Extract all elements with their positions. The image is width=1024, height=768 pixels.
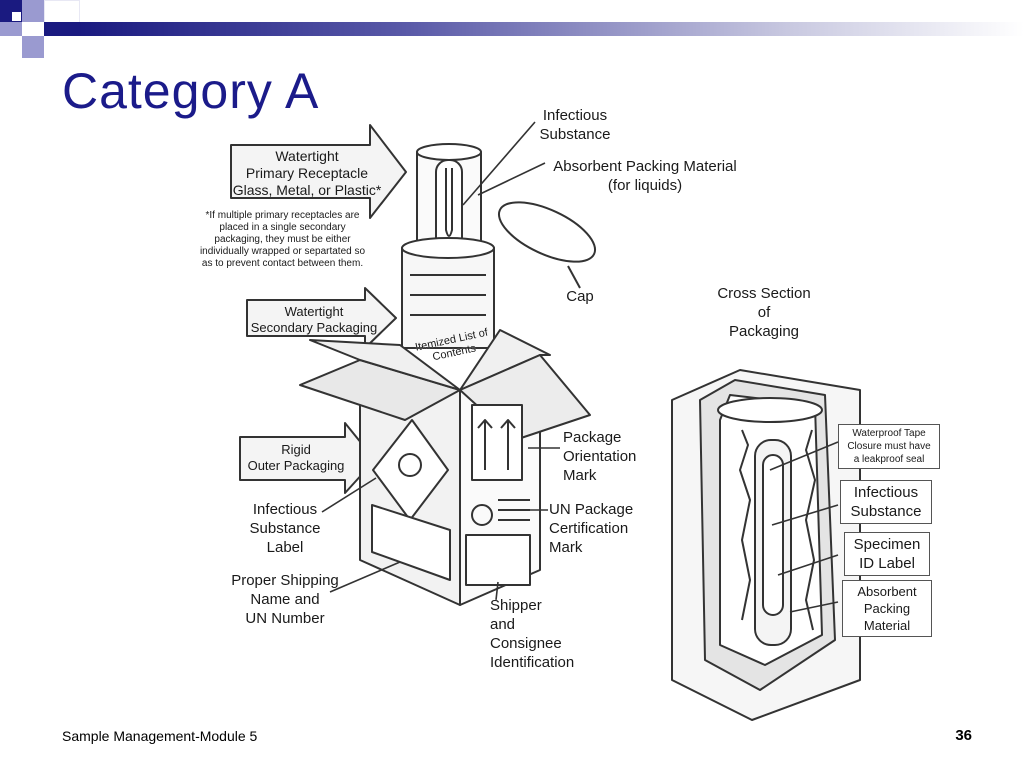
footer-text: Sample Management-Module 5 (62, 728, 258, 744)
label-un-certification: UN Package Certification Mark (549, 501, 634, 556)
label-watertight-primary: Watertight Primary Receptacle Glass, Met… (232, 148, 382, 199)
label-infectious-substance-cs: Infectious Substance (840, 480, 932, 524)
label-cross-section: Cross Section of Packaging (717, 285, 811, 340)
deco-square (44, 22, 78, 36)
label-shipper-consignee: Shipper and Consignee Identification (490, 597, 575, 671)
label-absorbent-packing-cs: Absorbent Packing Material (842, 580, 932, 637)
label-specimen-id: Specimen ID Label (844, 532, 930, 576)
deco-square (22, 0, 44, 22)
label-watertight-secondary: Watertight Secondary Packaging (245, 304, 383, 336)
page-number: 36 (955, 727, 972, 744)
outer-box (299, 329, 591, 606)
label-infectious-substance-top: Infectious Substance (539, 107, 611, 143)
deco-square (44, 0, 80, 24)
label-cap: Cap (566, 288, 594, 305)
title-bar-gradient (78, 22, 1024, 36)
label-proper-shipping: Proper Shipping Name and UN Number (231, 572, 339, 627)
label-infectious-label: Infectious Substance Label (249, 501, 321, 556)
secondary-container (401, 237, 495, 349)
label-waterproof-tape: Waterproof Tape Closure must have a leak… (838, 424, 940, 469)
deco-square (22, 36, 44, 58)
slide-title: Category A (62, 63, 320, 119)
deco-square (0, 22, 22, 36)
label-text: Watertight Secondary Packaging (250, 304, 378, 335)
deco-square (22, 22, 44, 36)
cap-shape (497, 201, 597, 263)
label-text: Rigid Outer Packaging (247, 442, 345, 473)
label-multiple-receptacles-note: *If multiple primary receptacles are pla… (199, 210, 366, 269)
label-text: Watertight Primary Receptacle Glass, Met… (232, 148, 382, 198)
label-rigid-outer: Rigid Outer Packaging (240, 442, 352, 474)
label-absorbent-packing-top: Absorbent Packing Material (for liquids) (553, 158, 737, 194)
leader-lines (321, 121, 839, 613)
arrow-primary (230, 124, 407, 219)
deco-square (12, 12, 21, 21)
arrow-secondary (246, 287, 397, 349)
label-package-orientation: Package Orientation Mark (563, 429, 637, 484)
cross-section (671, 369, 861, 721)
